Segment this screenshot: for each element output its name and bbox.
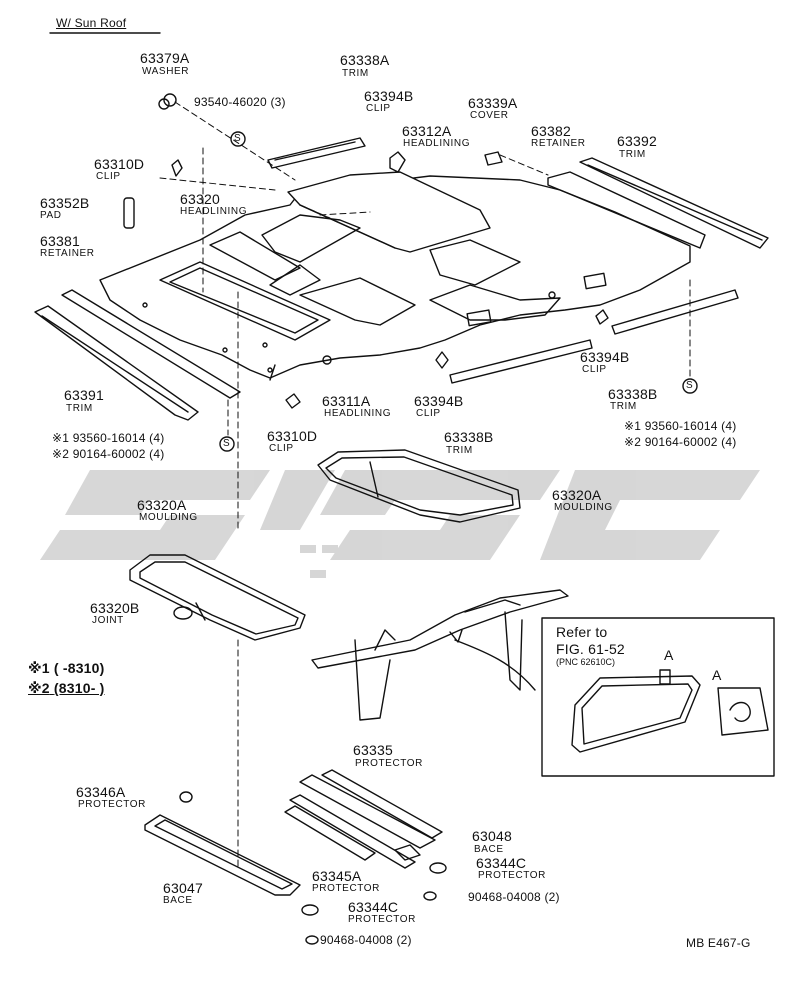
part-name: HEADLINING [180,206,248,217]
part-number: 63338B [444,429,494,445]
part-number: 63344C [476,855,527,871]
legend-line: ※1 ( -8310) [28,660,105,676]
base-63047 [144,814,301,896]
part-name: PROTECTOR [312,883,380,894]
part-number: 63344C [348,899,399,915]
part-number: 63394B [364,88,414,104]
note-line: ※2 90164-60002 (4) [52,447,165,461]
part-name: TRIM [446,445,473,456]
part-number: 63345A [312,868,362,884]
part-name: WASHER [142,66,190,77]
part-name: TRIM [66,403,93,414]
detail-letter: A [712,667,722,683]
part-number: 63320A [137,497,187,513]
trim-63338B-left [449,339,593,384]
part-number: 63312A [402,123,452,139]
protector-63335 [321,769,443,839]
part-number: 63320 [180,191,220,207]
retainer-63381 [61,289,241,399]
trim-63391 [34,305,199,421]
part-number: 63379A [140,50,190,66]
sunroof-panel [287,171,491,253]
part-number: 63394B [414,393,464,409]
part-name: CLIP [416,408,441,419]
part-name: PROTECTOR [478,870,546,881]
legend-line: ※2 (8310- ) [28,680,105,696]
part-number: 63352B [40,195,90,211]
refer-line-2: FIG. 61-52 [556,641,625,657]
part-number: 63381 [40,233,80,249]
part-name: HEADLINING [324,408,392,419]
pad-63352B [123,197,135,229]
screw-symbol: S [223,438,231,449]
part-name: MOULDING [139,512,198,523]
part-name: MOULDING [554,502,613,513]
part-number: 63047 [163,880,203,896]
part-number: 90468-04008 (2) [468,890,560,904]
moulding-63320A-left [129,554,306,641]
part-name: CLIP [366,103,391,114]
detail-letter: A [664,647,674,663]
part-name: PAD [40,210,62,221]
refer-box [541,617,775,777]
refer-line-1: Refer to [556,624,608,640]
part-name: COVER [470,110,509,121]
part-name: CLIP [269,443,294,454]
part-name: PROTECTOR [355,758,423,769]
page-title: W/ Sun Roof [56,16,127,30]
part-number: 63338B [608,386,658,402]
part-name: TRIM [610,401,637,412]
refer-line-3: (PNC 62610C) [556,657,616,667]
note-line: ※1 93560-16014 (4) [624,419,737,433]
trim-63338A [267,137,366,169]
protector-63345A [284,805,376,861]
part-name: BACE [163,895,193,906]
part-number: 63392 [617,133,657,149]
part-name: BACE [474,844,504,855]
part-number: 63382 [531,123,571,139]
watermark-logo [40,470,760,578]
part-name: CLIP [582,364,607,375]
screw-symbol: S [686,380,694,391]
screw-symbol: S [234,133,242,144]
part-name: RETAINER [40,248,95,259]
drawing-code: MB E467-G [686,936,751,950]
part-number: 63335 [353,742,393,758]
part-number: 63310D [94,156,145,172]
retainer-63382 [547,171,706,249]
part-name: CLIP [96,171,121,182]
part-name: TRIM [342,68,369,79]
part-name: PROTECTOR [78,799,146,810]
part-name: HEADLINING [403,138,471,149]
part-number: 90468-04008 (2) [320,933,412,947]
part-number: 63320A [552,487,602,503]
part-name: TRIM [619,149,646,160]
part-name: PROTECTOR [348,914,416,925]
part-number: 63320B [90,600,140,616]
part-number: 63391 [64,387,104,403]
part-name: JOINT [92,615,124,626]
part-name: RETAINER [531,138,586,149]
part-number: 63394B [580,349,630,365]
note-line: ※1 93560-16014 (4) [52,431,165,445]
part-number: 63339A [468,95,518,111]
part-number: 63311A [322,393,371,409]
moulding-63320A-right [317,449,521,523]
part-number: 63310D [267,428,318,444]
trim-63392 [579,157,769,249]
part-number: 93540-46020 (3) [194,95,286,109]
note-line: ※2 90164-60002 (4) [624,435,737,449]
part-number: 63338A [340,52,390,68]
part-number: 63048 [472,828,512,844]
part-number: 63346A [76,784,126,800]
trim-63338B-right [611,289,739,335]
